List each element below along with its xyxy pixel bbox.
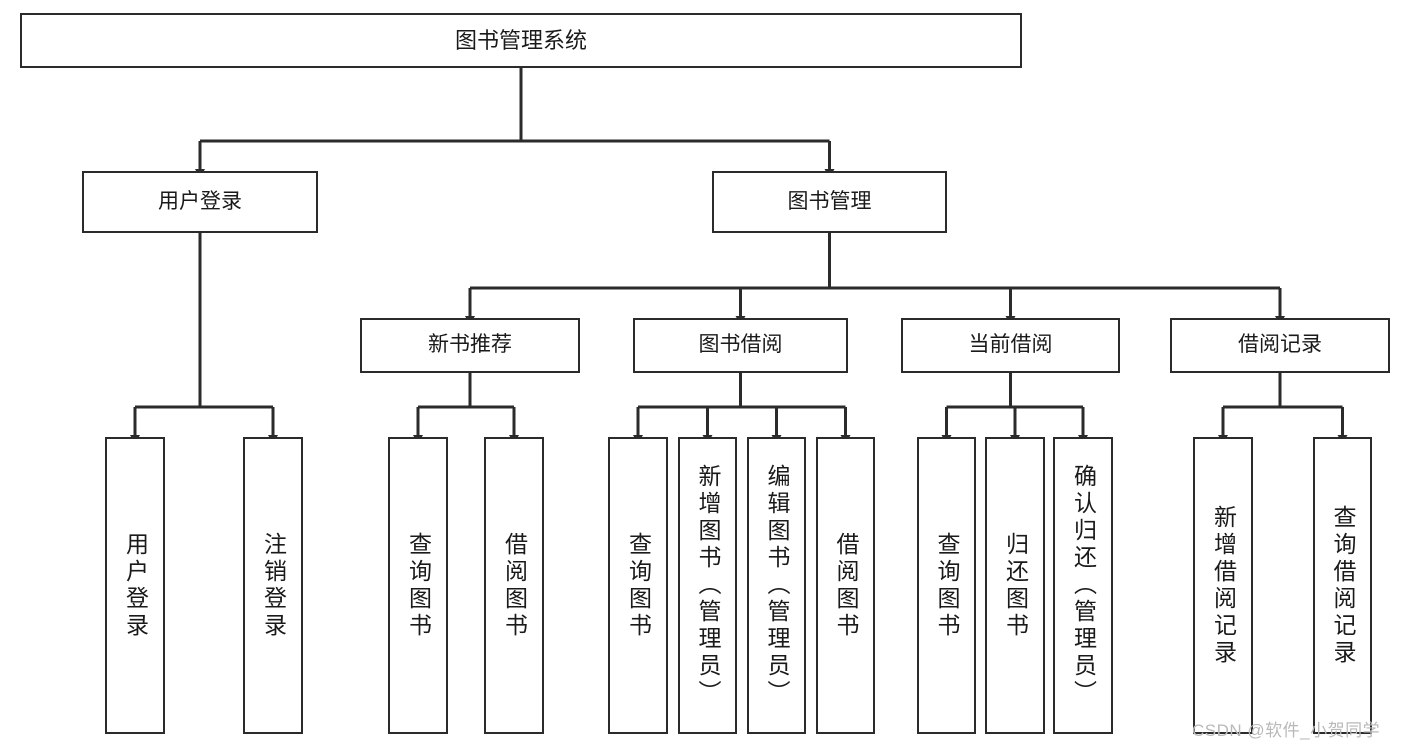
node-leaf-5[interactable]: 查询图书 [608,437,668,734]
node-l2-2[interactable]: 图书管理 [712,171,947,233]
node-leaf-4[interactable]: 借阅图书 [484,437,544,734]
node-leaf-8[interactable]: 借阅图书 [816,437,875,734]
node-leaf-7[interactable]: 编辑图书（管理员） [747,437,806,734]
node-label: 注销登录 [260,531,287,640]
node-l3-1[interactable]: 新书推荐 [360,318,580,373]
node-leaf-9[interactable]: 查询图书 [917,437,976,734]
node-label: 图书借阅 [698,333,783,357]
node-l3-2[interactable]: 图书借阅 [633,318,848,373]
node-label: 确认归还（管理员） [1070,464,1097,707]
node-label: 图书管理系统 [454,27,587,53]
node-leaf-6[interactable]: 新增图书（管理员） [678,437,737,734]
node-label: 借阅图书 [501,531,528,640]
node-leaf-10[interactable]: 归还图书 [985,437,1045,734]
node-leaf-12[interactable]: 新增借阅记录 [1193,437,1253,734]
node-leaf-1[interactable]: 用户登录 [105,437,165,734]
node-leaf-13[interactable]: 查询借阅记录 [1313,437,1372,734]
node-l2-1[interactable]: 用户登录 [82,171,318,233]
node-label: 用户登录 [158,189,242,213]
node-label: 新书推荐 [428,333,512,357]
node-label: 新增借阅记录 [1210,504,1237,667]
node-label: 归还图书 [1002,531,1029,640]
node-label: 新增图书（管理员） [695,464,721,707]
node-leaf-11[interactable]: 确认归还（管理员） [1053,437,1113,734]
node-label: 查询借阅记录 [1330,504,1356,667]
node-l3-4[interactable]: 借阅记录 [1170,318,1390,373]
node-label: 查询图书 [934,531,960,640]
node-l3-3[interactable]: 当前借阅 [901,318,1120,373]
node-root[interactable]: 图书管理系统 [20,13,1022,68]
node-leaf-3[interactable]: 查询图书 [388,437,448,734]
node-label: 查询图书 [405,531,432,640]
node-label: 图书管理 [787,189,872,213]
node-label: 用户登录 [122,531,149,640]
node-label: 当前借阅 [968,333,1053,357]
node-label: 编辑图书（管理员） [764,464,790,707]
node-label: 查询图书 [625,531,652,640]
node-label: 借阅图书 [833,531,859,640]
node-leaf-2[interactable]: 注销登录 [243,437,303,734]
csdn-watermark: CSDN @软件_小贺同学 [1192,721,1381,740]
node-label: 借阅记录 [1238,333,1322,357]
